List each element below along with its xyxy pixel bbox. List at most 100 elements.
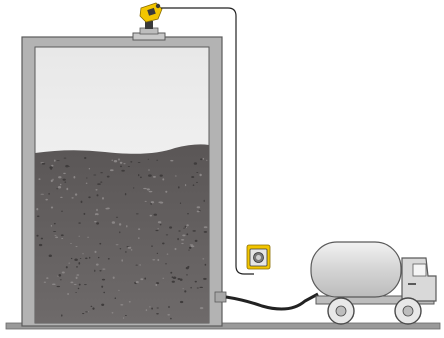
material-speckle	[196, 172, 199, 173]
material-speckle	[135, 213, 139, 215]
material-speckle	[94, 213, 99, 216]
material-speckle	[183, 227, 186, 229]
material-speckle	[36, 215, 40, 218]
material-speckle	[120, 165, 122, 168]
material-speckle	[127, 165, 131, 168]
tanker-truck-icon	[310, 241, 437, 325]
material-speckle	[144, 277, 147, 280]
material-speckle	[87, 236, 90, 238]
material-speckle	[70, 281, 74, 284]
material-speckle	[148, 174, 152, 177]
material-speckle	[177, 186, 180, 189]
material-speckle	[193, 162, 198, 165]
material-speckle	[159, 174, 163, 177]
material-speckle	[38, 178, 41, 180]
material-speckle	[184, 290, 187, 293]
material-speckle	[151, 307, 153, 310]
material-speckle	[118, 158, 120, 161]
material-speckle	[128, 300, 131, 303]
material-speckle	[61, 271, 65, 274]
material-speckle	[111, 221, 116, 224]
material-speckle	[48, 193, 50, 195]
material-speckle	[53, 222, 56, 225]
material-speckle	[192, 184, 195, 187]
material-speckle	[127, 246, 132, 249]
material-speckle	[115, 216, 119, 218]
material-speckle	[102, 268, 106, 270]
material-texture	[36, 156, 208, 320]
material-speckle	[199, 173, 202, 177]
material-speckle	[101, 303, 105, 306]
material-speckle	[95, 263, 99, 266]
material-speckle	[114, 297, 117, 300]
material-speckle	[40, 193, 45, 195]
material-speckle	[148, 169, 150, 171]
material-speckle	[61, 210, 63, 212]
material-speckle	[149, 214, 153, 217]
material-speckle	[36, 234, 39, 237]
material-speckle	[71, 197, 74, 199]
material-speckle	[83, 212, 86, 215]
material-speckle	[139, 176, 142, 179]
material-speckle	[188, 249, 190, 251]
material-speckle	[106, 175, 110, 178]
material-speckle	[112, 276, 115, 279]
material-speckle	[196, 181, 198, 183]
material-speckle	[78, 262, 81, 265]
material-speckle	[146, 188, 150, 191]
material-speckle	[84, 156, 87, 160]
material-speckle	[184, 225, 186, 228]
material-speckle	[76, 274, 80, 276]
material-speckle	[174, 175, 177, 177]
material-speckle	[120, 303, 124, 306]
material-speckle	[152, 176, 156, 178]
material-speckle	[203, 277, 207, 280]
material-speckle	[103, 291, 106, 294]
material-speckle	[56, 285, 61, 288]
material-speckle	[156, 307, 159, 309]
material-speckle	[162, 277, 165, 279]
material-speckle	[165, 190, 168, 193]
material-speckle	[174, 247, 177, 251]
material-speckle	[190, 286, 192, 289]
material-speckle	[196, 287, 199, 289]
material-speckle	[82, 313, 85, 315]
material-speckle	[157, 258, 160, 262]
material-speckle	[148, 190, 153, 193]
material-speckle	[204, 263, 207, 266]
material-speckle	[61, 237, 64, 239]
material-speckle	[86, 177, 88, 179]
material-speckle	[38, 243, 43, 247]
material-speckle	[63, 172, 66, 175]
material-speckle	[187, 213, 189, 215]
material-speckle	[137, 161, 141, 164]
material-speckle	[182, 234, 186, 237]
bulk-material	[35, 144, 209, 323]
material-speckle	[119, 231, 121, 234]
material-speckle	[199, 286, 204, 289]
material-speckle	[185, 183, 187, 187]
material-speckle	[78, 283, 81, 286]
material-speckle	[199, 307, 204, 310]
material-speckle	[53, 231, 57, 232]
loading-hose	[225, 292, 319, 311]
material-speckle	[75, 276, 78, 280]
material-speckle	[126, 225, 128, 228]
material-speckle	[94, 221, 97, 223]
material-speckle	[88, 196, 91, 199]
material-speckle	[203, 199, 205, 203]
material-speckle	[157, 221, 162, 224]
material-speckle	[180, 239, 185, 241]
material-speckle	[121, 259, 123, 262]
material-speckle	[36, 208, 39, 211]
material-speckle	[101, 197, 105, 200]
material-speckle	[144, 200, 147, 202]
material-speckle	[140, 278, 144, 281]
material-speckle	[58, 176, 62, 179]
material-speckle	[155, 283, 158, 287]
material-speckle	[101, 285, 104, 288]
material-speckle	[100, 181, 103, 183]
material-speckle	[66, 165, 70, 167]
material-speckle	[80, 200, 83, 204]
material-speckle	[52, 283, 56, 285]
